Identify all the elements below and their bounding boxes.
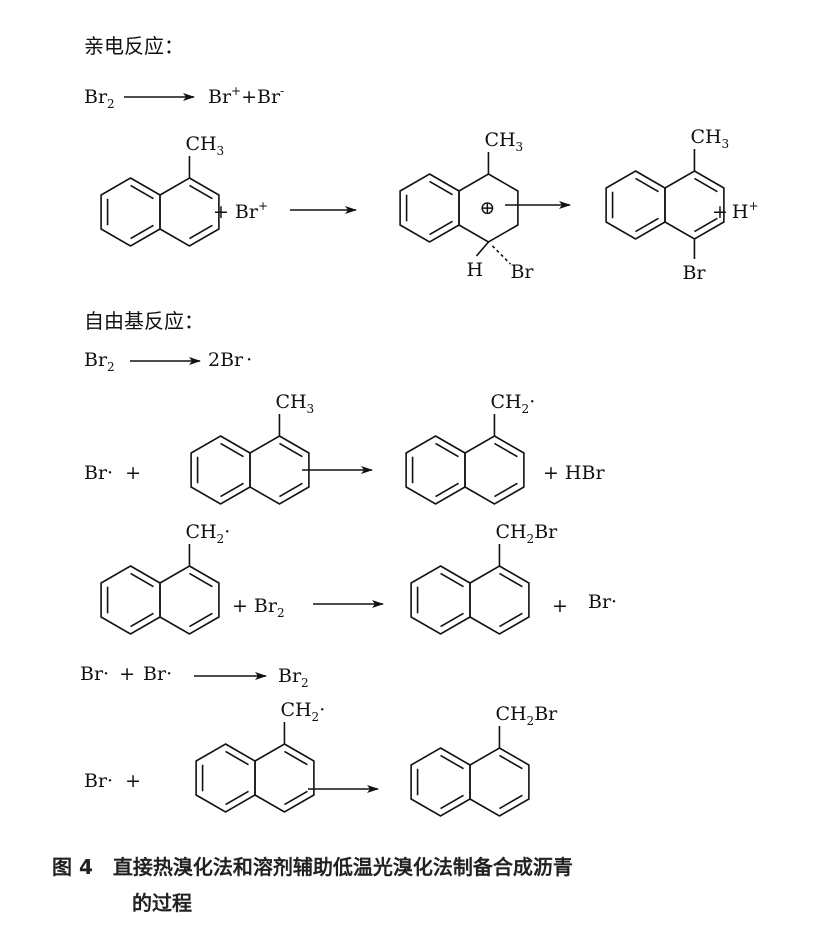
substituent-label: CH2Br: [495, 521, 558, 546]
ring-right: [469, 565, 530, 635]
double-bond: [440, 612, 464, 628]
mol-methylnaphthalene-2: CH3: [190, 391, 314, 505]
ring-left: [195, 743, 256, 813]
double-bond: [635, 177, 659, 193]
substituent-label: CH2·: [185, 521, 230, 546]
svg-text:Br2: Br2: [84, 86, 115, 111]
ring-right: [464, 435, 525, 505]
eq-br2-homolysis: Br2 2Br·: [84, 349, 252, 374]
double-bond: [694, 177, 718, 193]
ring-left: [410, 565, 471, 635]
ring-right: [159, 177, 220, 247]
double-bond: [494, 442, 518, 458]
mol-naphthylmethyl-radical-3: CH2·: [195, 699, 325, 813]
ring-left: [100, 177, 161, 247]
bond-h: [475, 241, 490, 257]
plus-hbr: +HBr: [543, 462, 605, 484]
svg-text:Br2: Br2: [84, 349, 115, 374]
mol-methylnaphthalene-1: CH3: [100, 133, 224, 247]
double-bond: [499, 572, 523, 588]
ring-left: [605, 170, 666, 240]
double-bond: [499, 794, 523, 810]
double-bond: [130, 572, 154, 588]
double-bond: [694, 217, 718, 233]
substituent-label: CH2·: [280, 699, 325, 724]
atom-br: Br: [510, 261, 534, 283]
eq-radical-termination: Br·+Br· Br2: [80, 663, 309, 690]
double-bond: [279, 482, 303, 498]
double-bond: [220, 482, 244, 498]
double-bond: [284, 750, 308, 766]
svg-text:Br·+Br·: Br·+Br·: [80, 663, 172, 685]
double-bond: [284, 790, 308, 806]
plus-br-radical: +: [552, 595, 568, 617]
plus-h-cation: +H+: [712, 199, 759, 223]
mol-arenium-intermediate: ⊕ H Br CH3: [399, 129, 534, 283]
atom-br: Br: [682, 262, 706, 284]
svg-text:2Br·: 2Br·: [208, 349, 252, 371]
plus-br-cation: +Br+: [213, 199, 268, 223]
ring-left: [405, 435, 466, 505]
double-bond: [440, 794, 464, 810]
substituent-label: CH2·: [490, 391, 535, 416]
substituent-label: CH3: [690, 126, 729, 151]
ring-left: [190, 435, 251, 505]
double-bond: [130, 612, 154, 628]
br-radical-2: Br·+: [84, 770, 141, 792]
ring-left: [100, 565, 161, 635]
eq-br2-ionization: Br2 Br++Br-: [84, 84, 284, 111]
ring-right: [469, 747, 530, 817]
bond-br-hashed: [491, 245, 512, 265]
mol-bromomethylnaphthalene-1: CH2Br: [410, 521, 558, 635]
substituent-label: CH2Br: [495, 703, 558, 728]
double-bond: [225, 790, 249, 806]
double-bond: [220, 442, 244, 458]
double-bond: [635, 217, 659, 233]
br-radical: Br·+: [84, 462, 141, 484]
double-bond: [429, 180, 453, 196]
svg-text:Br2: Br2: [278, 665, 309, 690]
double-bond: [189, 612, 213, 628]
atom-h: H: [466, 259, 483, 281]
double-bond: [499, 612, 523, 628]
mol-naphthylmethyl-radical-1: CH2·: [405, 391, 535, 505]
double-bond: [279, 442, 303, 458]
ring-right: [254, 743, 315, 813]
ring-left: [410, 747, 471, 817]
ring-left: [399, 173, 460, 243]
double-bond: [429, 220, 453, 236]
mol-naphthylmethyl-radical-2: CH2·: [100, 521, 230, 635]
double-bond: [435, 482, 459, 498]
section-title-electrophilic: 亲电反应：: [84, 34, 184, 58]
double-bond: [225, 750, 249, 766]
substituent-label: CH3: [484, 129, 523, 154]
double-bond: [499, 754, 523, 770]
section-title-radical: 自由基反应：: [84, 309, 204, 333]
svg-text:Br++Br-: Br++Br-: [208, 84, 284, 108]
substituent-label: CH3: [185, 133, 224, 158]
br-radical-product: Br·: [588, 591, 617, 613]
double-bond: [435, 442, 459, 458]
double-bond: [189, 224, 213, 240]
double-bond: [440, 572, 464, 588]
double-bond: [189, 184, 213, 200]
figure-caption-line2: 的过程: [132, 891, 192, 915]
double-bond: [440, 754, 464, 770]
double-bond: [130, 184, 154, 200]
ring-right: [249, 435, 310, 505]
substituent-label: CH3: [275, 391, 314, 416]
double-bond: [189, 572, 213, 588]
mol-bromomethylnaphthalene-2: CH2Br: [410, 703, 558, 817]
plus-br2: +Br2: [232, 595, 285, 620]
double-bond: [494, 482, 518, 498]
ring-right: [159, 565, 220, 635]
double-bond: [130, 224, 154, 240]
cation-charge: ⊕: [479, 197, 495, 219]
